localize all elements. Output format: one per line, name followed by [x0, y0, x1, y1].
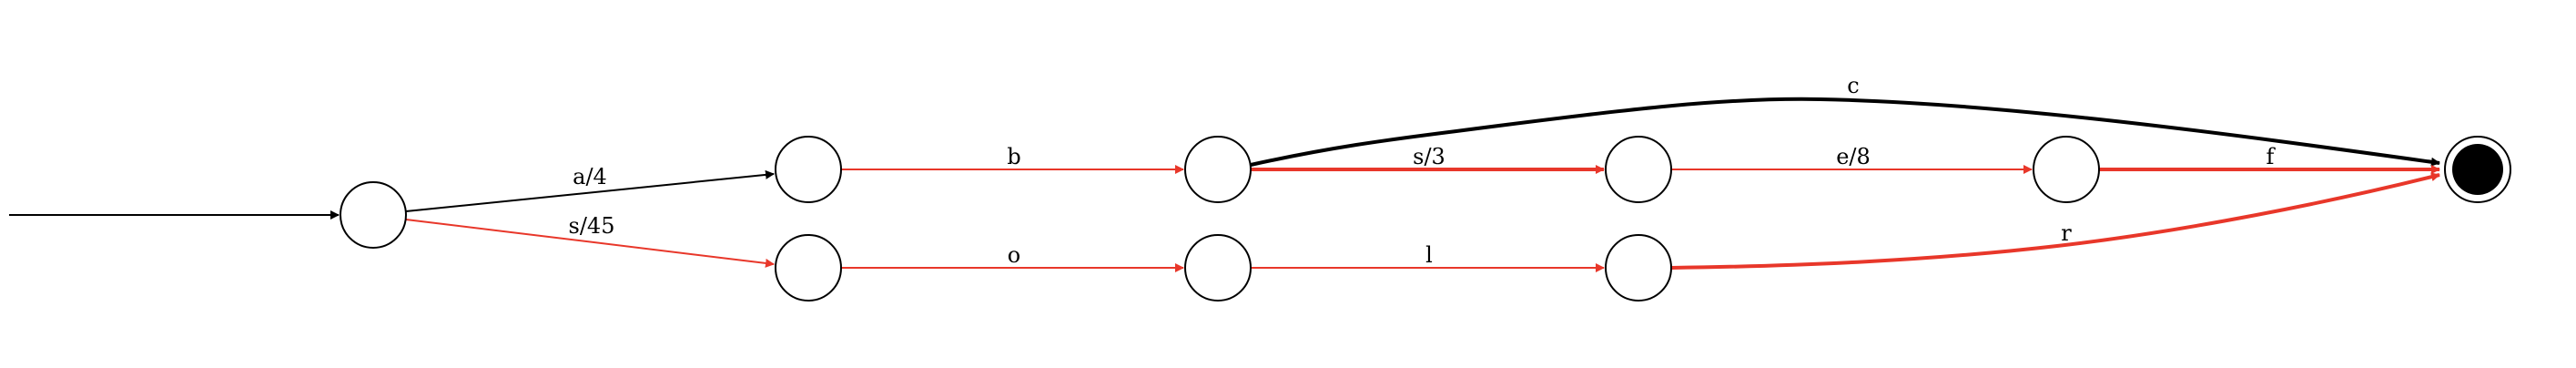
final-state-inner [2452, 144, 2503, 195]
edge-label: o [1008, 242, 1020, 268]
edge-label: a/4 [573, 164, 607, 189]
state-node [1605, 234, 1672, 302]
edge-labels: a/4 s/45 b o c s/3 l e/8 f r [569, 73, 2277, 268]
edge-label: e/8 [1836, 144, 1871, 169]
edge-label: b [1007, 144, 1020, 169]
edge-s45 [405, 219, 775, 268]
edge-label: s/45 [569, 213, 615, 239]
edge-label: l [1425, 242, 1433, 268]
start-state [340, 181, 407, 249]
edge-label: f [2267, 144, 2277, 169]
edge-label: c [1847, 73, 1859, 98]
state-node [2033, 136, 2100, 203]
state-node [1605, 136, 1672, 203]
edges [9, 97, 2440, 272]
state-node [775, 234, 842, 302]
edge-c [1250, 97, 2440, 167]
state-node [1184, 136, 1252, 203]
edge-a4 [405, 169, 775, 212]
state-node [1184, 234, 1252, 302]
edge-r [1670, 172, 2440, 270]
edge-label: s/3 [1413, 144, 1445, 169]
state-node [775, 136, 842, 203]
edge-label: r [2061, 220, 2072, 246]
states [340, 136, 2511, 302]
